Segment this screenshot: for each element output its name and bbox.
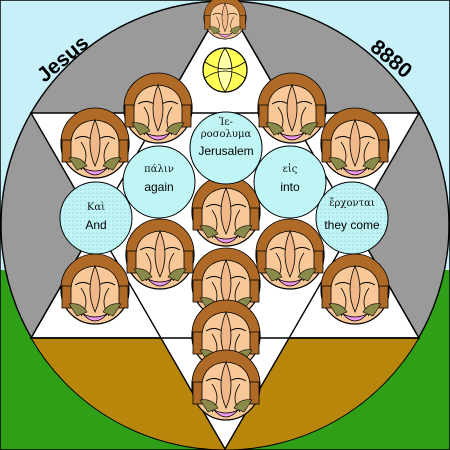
word-circle-jerusalem: Ἱε- ροσολυμα Jerusalem xyxy=(189,111,263,185)
face-icon xyxy=(60,107,130,179)
greek-word: πάλιν xyxy=(144,164,174,175)
face-icon xyxy=(255,218,325,290)
english-word: again xyxy=(144,180,173,194)
greek-word-line1: Ἱε- xyxy=(219,117,233,128)
face-icon xyxy=(203,0,247,40)
greek-word: εἰς xyxy=(283,164,298,175)
word-circle-and: Καὶ And xyxy=(59,181,133,255)
greek-word: Καὶ xyxy=(87,202,105,213)
greek-word: ἔρχονται xyxy=(329,198,375,209)
face-icon xyxy=(191,349,261,421)
english-word: they come xyxy=(324,218,380,232)
word-circle-again: πάλιν again xyxy=(122,145,196,219)
face-icon xyxy=(320,253,390,325)
face-icon xyxy=(125,218,195,290)
word-circle-they-come: ἔρχονται they come xyxy=(315,181,389,255)
english-word: Jerusalem xyxy=(198,144,253,158)
word-circle-into: εἰς into xyxy=(253,145,327,219)
face-icon xyxy=(320,107,390,179)
english-word: into xyxy=(280,180,300,194)
halo-icon xyxy=(202,47,248,93)
face-icon xyxy=(257,72,327,144)
greek-word-line2: ροσολυμα xyxy=(201,129,252,140)
face-icon xyxy=(191,175,261,247)
face-icon xyxy=(60,253,130,325)
english-word: And xyxy=(85,218,106,232)
face-icon xyxy=(123,72,193,144)
